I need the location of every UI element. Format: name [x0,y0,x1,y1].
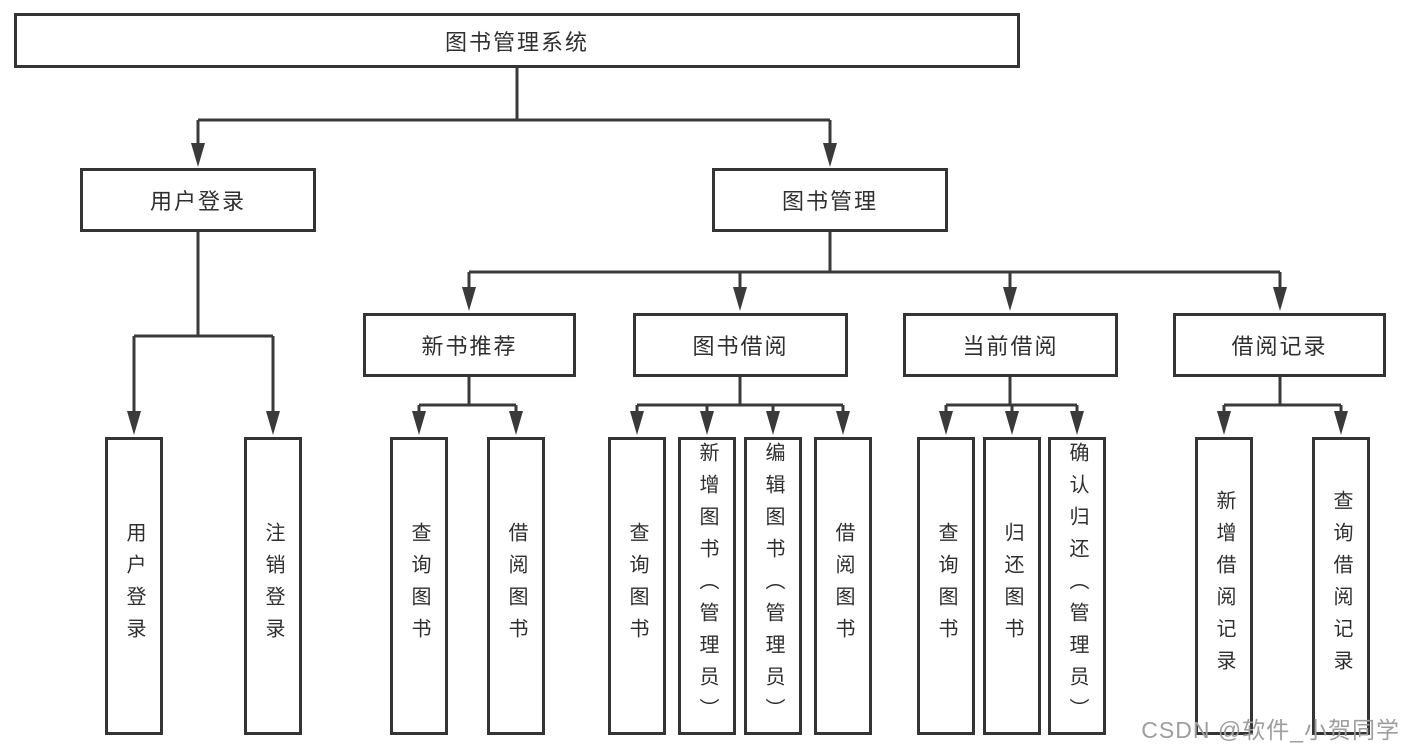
leaf-bb-add-books-admin-label: 新增图书（管理员） [696,442,718,730]
node-user-login: 用户登录 [80,168,316,232]
leaf-bb-borrow-books-label: 借阅图书 [832,522,854,650]
leaf-cb-confirm-return-admin-label: 确认归还（管理员） [1066,442,1088,730]
leaf-logout: 注销登录 [244,437,302,735]
node-root-label: 图书管理系统 [444,29,589,55]
leaf-user-login: 用户登录 [105,437,163,735]
leaf-nbr-query-books: 查询图书 [390,437,448,735]
node-root: 图书管理系统 [14,13,1020,68]
leaf-cb-return-books-label: 归还图书 [1001,522,1023,650]
leaf-bb-edit-books-admin: 编辑图书（管理员） [744,437,802,735]
leaf-user-login-label: 用户登录 [123,522,145,650]
node-borrow-records-label: 借阅记录 [1231,334,1328,359]
node-new-book-recommend-label: 新书推荐 [421,334,518,359]
node-book-management-label: 图书管理 [781,189,878,214]
node-user-login-label: 用户登录 [149,189,246,214]
node-borrow-records: 借阅记录 [1173,313,1386,377]
node-current-borrow: 当前借阅 [903,313,1118,377]
leaf-nbr-borrow-books-label: 借阅图书 [505,522,527,650]
leaf-nbr-query-books-label: 查询图书 [408,522,430,650]
node-book-management: 图书管理 [712,168,948,232]
leaf-bb-add-books-admin: 新增图书（管理员） [678,437,736,735]
leaf-bb-query-books-label: 查询图书 [626,522,648,650]
leaf-nbr-borrow-books: 借阅图书 [487,437,545,735]
leaf-bb-borrow-books: 借阅图书 [814,437,872,735]
node-current-borrow-label: 当前借阅 [962,334,1059,359]
node-new-book-recommend: 新书推荐 [363,313,576,377]
leaf-br-query-borrow-record-label: 查询借阅记录 [1330,490,1352,682]
leaf-cb-query-books-label: 查询图书 [935,522,957,650]
leaf-br-add-borrow-record-label: 新增借阅记录 [1213,490,1235,682]
leaf-cb-query-books: 查询图书 [917,437,975,735]
node-book-borrow-label: 图书借阅 [692,334,789,359]
leaf-br-add-borrow-record: 新增借阅记录 [1195,437,1253,735]
leaf-logout-label: 注销登录 [262,522,284,650]
leaf-br-query-borrow-record: 查询借阅记录 [1312,437,1370,735]
node-book-borrow: 图书借阅 [633,313,848,377]
leaf-cb-return-books: 归还图书 [983,437,1041,735]
leaf-bb-query-books: 查询图书 [608,437,666,735]
arrowheads [127,143,1348,435]
csdn-watermark: CSDN @软件_小贺同学 [1141,717,1400,743]
leaf-bb-edit-books-admin-label: 编辑图书（管理员） [762,442,784,730]
leaf-cb-confirm-return-admin: 确认归还（管理员） [1048,437,1106,735]
